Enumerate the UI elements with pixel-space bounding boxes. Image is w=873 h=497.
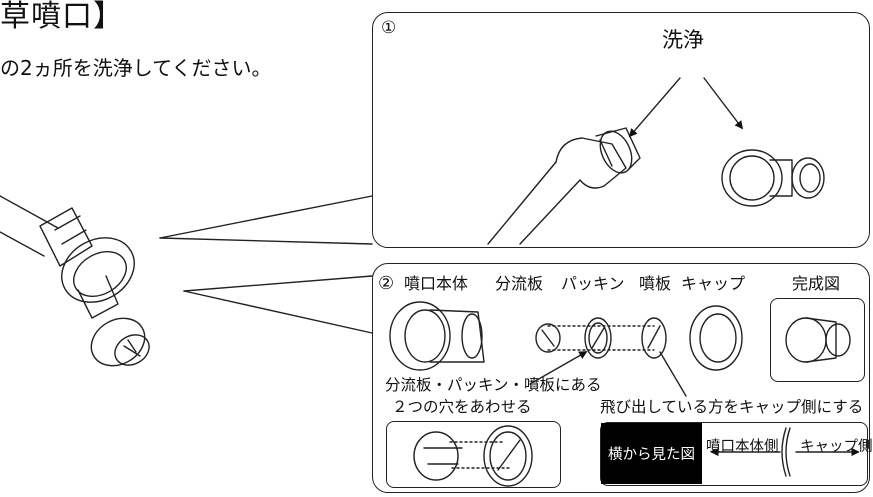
page-heading: 草噴口】 bbox=[0, 0, 124, 34]
step-2-number: ② bbox=[378, 273, 395, 294]
diverter-plate-drawing bbox=[535, 323, 561, 353]
note-align-holes-2: ２つの穴をあわせる bbox=[392, 398, 532, 416]
callout-line-1 bbox=[159, 195, 373, 239]
step-1-number: ① bbox=[381, 18, 397, 38]
holes-figure-drawing bbox=[413, 425, 533, 487]
wash-arrow-right bbox=[703, 77, 744, 130]
alignment-dotted-lines bbox=[547, 325, 655, 351]
nozzle-drawing-panel1 bbox=[721, 149, 825, 207]
label-packing: パッキン bbox=[561, 274, 625, 293]
protrude-pointer bbox=[659, 351, 687, 397]
instruction-text: の2ヵ所を洗浄してください。 bbox=[0, 56, 272, 80]
side-view-arrows bbox=[710, 427, 860, 477]
callout-line-2 bbox=[183, 290, 373, 334]
label-cap: キャップ bbox=[681, 274, 746, 293]
note-align-holes-1: 分流板・パッキン・噴板にある bbox=[385, 376, 602, 394]
complete-figure-drawing bbox=[785, 317, 851, 363]
side-view-body-side: 噴口本体側 bbox=[706, 439, 779, 455]
callout-line-1b bbox=[159, 237, 373, 245]
side-view-title: 横から見た図 bbox=[601, 423, 702, 484]
label-complete: 完成図 bbox=[792, 274, 841, 293]
main-sprinkler-drawing bbox=[0, 195, 150, 367]
wash-label: 洗浄 bbox=[662, 28, 704, 52]
wash-arrow-left bbox=[628, 77, 681, 138]
packing-drawing bbox=[584, 317, 612, 359]
cap-drawing bbox=[689, 305, 743, 371]
hose-elbow-drawing bbox=[487, 127, 641, 245]
align-arrow bbox=[529, 351, 588, 385]
nozzle-body-drawing bbox=[389, 301, 485, 371]
note-protrude-cap-side: 飛び出している方をキャップ側にする bbox=[600, 398, 864, 416]
label-diverter-plate: 分流板 bbox=[495, 274, 544, 293]
spray-plate-drawing bbox=[641, 317, 667, 359]
callout-line-2b bbox=[183, 275, 373, 292]
label-nozzle-body: 噴口本体 bbox=[404, 274, 469, 293]
label-spray-plate: 噴板 bbox=[639, 274, 672, 293]
